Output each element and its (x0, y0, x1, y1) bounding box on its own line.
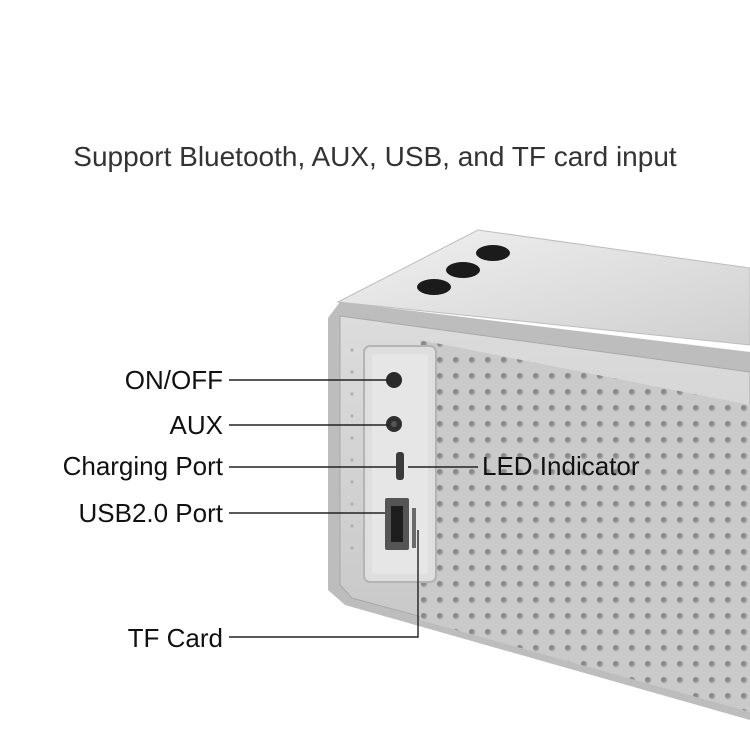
label-tf-card: TF Card (127, 623, 223, 653)
speaker-top-face (336, 229, 750, 346)
power-button (386, 372, 402, 388)
top-button-2 (446, 262, 480, 278)
tf-card-slot (412, 508, 416, 548)
label-charging-port: Charging Port (62, 451, 223, 481)
top-button-1 (476, 245, 510, 261)
label-usb-port: USB2.0 Port (78, 498, 223, 528)
label-on-off: ON/OFF (124, 365, 223, 395)
label-led-indicator: LED Indicator (482, 451, 640, 481)
headline: Support Bluetooth, AUX, USB, and TF card… (73, 141, 677, 172)
leader-line-tf (229, 530, 419, 638)
charging-port (396, 452, 404, 480)
top-button-3 (417, 279, 451, 295)
label-aux: AUX (169, 410, 223, 440)
